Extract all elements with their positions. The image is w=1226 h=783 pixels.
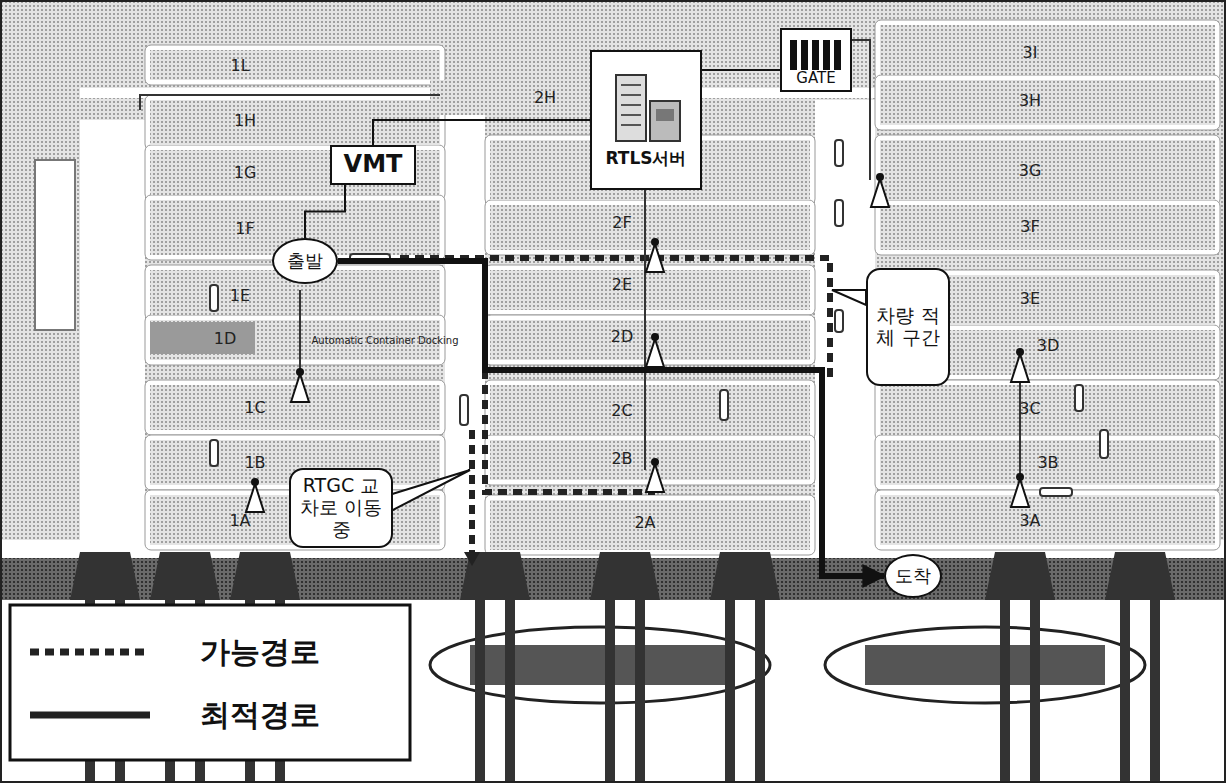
block-label: 2C xyxy=(611,401,632,420)
vmt-box: VMT xyxy=(330,145,416,185)
node-text: RTGC 교차로 이동중 xyxy=(294,475,388,541)
gate-bars xyxy=(786,40,846,70)
block-label: 2A xyxy=(634,513,655,532)
optimal-route xyxy=(338,261,884,576)
legend-text: 가능경로 xyxy=(200,632,320,673)
network-link xyxy=(305,185,345,238)
network-link xyxy=(702,69,780,71)
block-label: 3B xyxy=(1037,453,1058,472)
block-label: 3E xyxy=(1020,289,1040,308)
block-label: 2F xyxy=(612,213,631,232)
start-circle: 출발 xyxy=(272,238,338,284)
legend-sample xyxy=(30,649,150,656)
block-label: 2B xyxy=(611,449,632,468)
end-circle: 도착 xyxy=(884,554,942,598)
callout-box: 차량 적체 구간 xyxy=(866,268,950,386)
block-label: 1A xyxy=(229,511,250,530)
block-label: 2H xyxy=(534,88,556,107)
legend-sample xyxy=(30,712,150,719)
block-label: 1F xyxy=(235,219,254,238)
block-label: 1E xyxy=(230,286,250,305)
node-text: GATE xyxy=(796,70,835,87)
block-label: 3A xyxy=(1019,511,1040,530)
node-text: 출발 xyxy=(287,251,323,272)
block-label: 3D xyxy=(1037,336,1060,355)
node-text: RTLS서버 xyxy=(606,149,687,169)
block-label: 2E xyxy=(612,275,632,294)
area-note: Automatic Container Docking xyxy=(311,335,458,346)
node-text: VMT xyxy=(344,151,403,179)
block-label: 1B xyxy=(244,453,265,472)
legend-text: 최적경로 xyxy=(200,695,320,736)
node-text: 도착 xyxy=(895,566,931,587)
block-label: 3I xyxy=(1023,43,1038,62)
block-label: 3G xyxy=(1019,161,1042,180)
network-link xyxy=(373,120,590,145)
callout-box: RTGC 교차로 이동중 xyxy=(289,468,393,548)
server-box: RTLS서버 xyxy=(590,50,702,190)
block-label: 2D xyxy=(611,327,634,346)
block-label: 3C xyxy=(1019,399,1040,418)
gate-box: GATE xyxy=(780,28,852,92)
block-label: 1H xyxy=(234,111,256,130)
block-label: 1C xyxy=(244,398,265,417)
block-label: 1G xyxy=(234,163,257,182)
block-label: 1D xyxy=(214,329,237,348)
node-text: 차량 적체 구간 xyxy=(871,305,945,349)
block-label: 1L xyxy=(230,56,249,75)
block-label: 3H xyxy=(1019,91,1041,110)
server-icon xyxy=(606,71,686,149)
block-label: 3F xyxy=(1020,217,1039,236)
